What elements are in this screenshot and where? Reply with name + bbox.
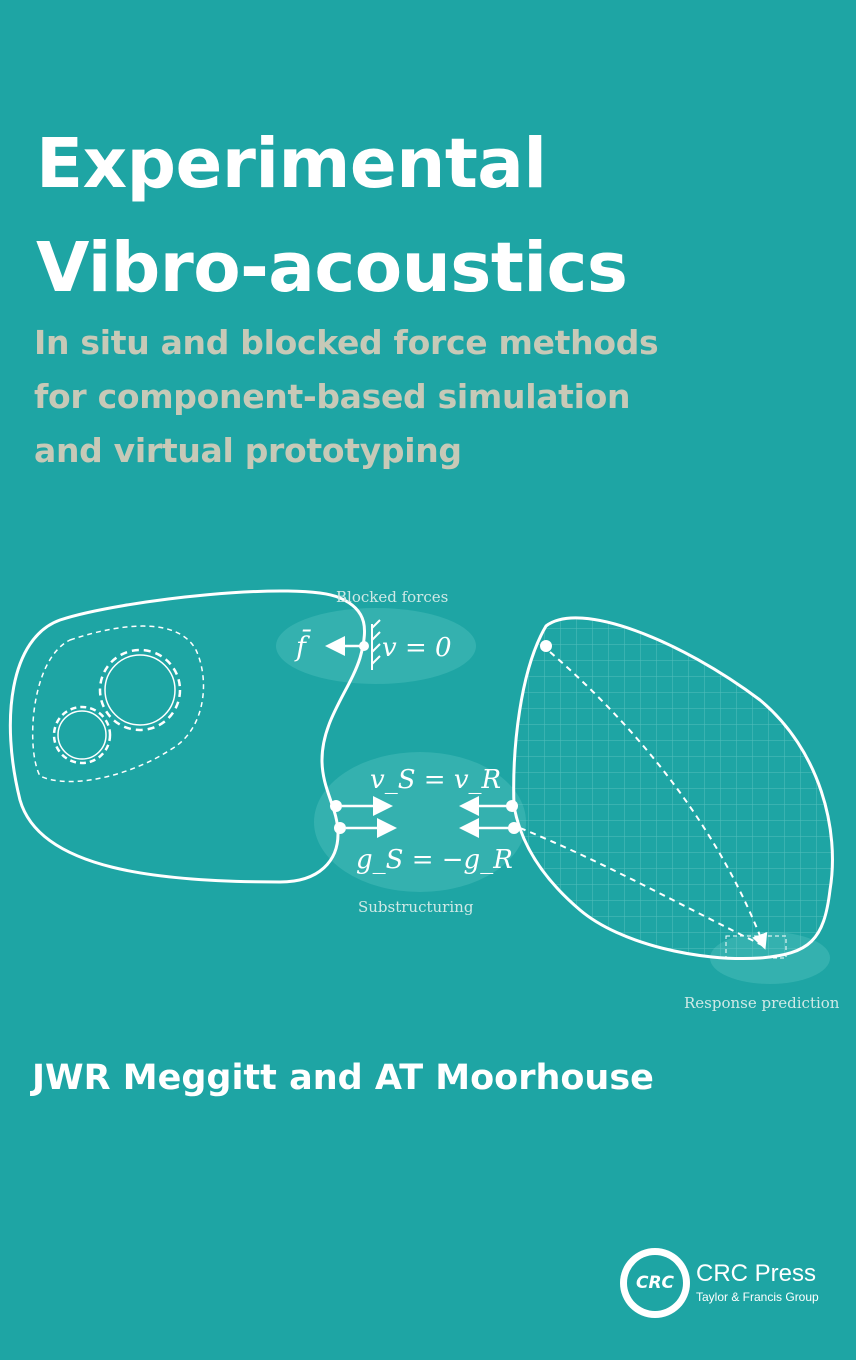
- subtitle-line-1: In situ and blocked force methods: [34, 323, 659, 362]
- subtitle-line-3: and virtual prototyping: [34, 431, 462, 470]
- blocked-force-highlight: [276, 608, 476, 684]
- excitation-point: [540, 640, 552, 652]
- publisher-group: Taylor & Francis Group: [696, 1290, 819, 1304]
- source-connection-point: [330, 800, 342, 812]
- publisher-block: CRC CRC Press Taylor & Francis Group: [620, 1244, 850, 1324]
- transfer-path: [519, 827, 765, 947]
- book-subtitle: In situ and blocked force methods for co…: [34, 316, 659, 478]
- gear-icon: [98, 648, 182, 732]
- receiver-connection-point: [508, 822, 520, 834]
- book-title: Experimental Vibro-acoustics: [36, 112, 628, 320]
- publisher-logo-icon: CRC: [620, 1248, 690, 1318]
- publisher-logo-text: CRC: [627, 1255, 683, 1311]
- title-line-1: Experimental: [36, 124, 547, 204]
- blocked-forces-label: Blocked forces: [336, 588, 448, 606]
- source-connection-point: [334, 822, 346, 834]
- response-sensor-region: [725, 935, 787, 959]
- velocity-zero-equation: v = 0: [382, 633, 452, 663]
- velocity-coupling-equation: v_S = v_R: [370, 765, 501, 795]
- response-prediction-label: Response prediction: [684, 994, 840, 1012]
- transfer-path: [549, 651, 768, 950]
- substructuring-diagram: Blocked forces f̄ v = 0 v_S = v_R g_S = …: [8, 588, 840, 1012]
- blocked-connection-point: [359, 641, 369, 651]
- receiver-structure-fill: [513, 617, 833, 959]
- title-line-2: Vibro-acoustics: [36, 228, 628, 308]
- publisher-name: CRC Press: [696, 1260, 817, 1287]
- rigid-boundary-hatching: [371, 619, 381, 670]
- force-coupling-equation: g_S = −g_R: [356, 845, 513, 875]
- gear-icon: [52, 705, 112, 765]
- substructuring-highlight: [314, 752, 526, 892]
- substructuring-label: Substructuring: [358, 898, 474, 916]
- receiver-connection-point: [506, 800, 518, 812]
- subtitle-line-2: for component-based simulation: [34, 377, 631, 416]
- source-inner-boundary: [31, 625, 205, 783]
- source-structure-outline: [8, 589, 367, 884]
- authors: JWR Meggitt and AT Moorhouse: [32, 1058, 654, 1098]
